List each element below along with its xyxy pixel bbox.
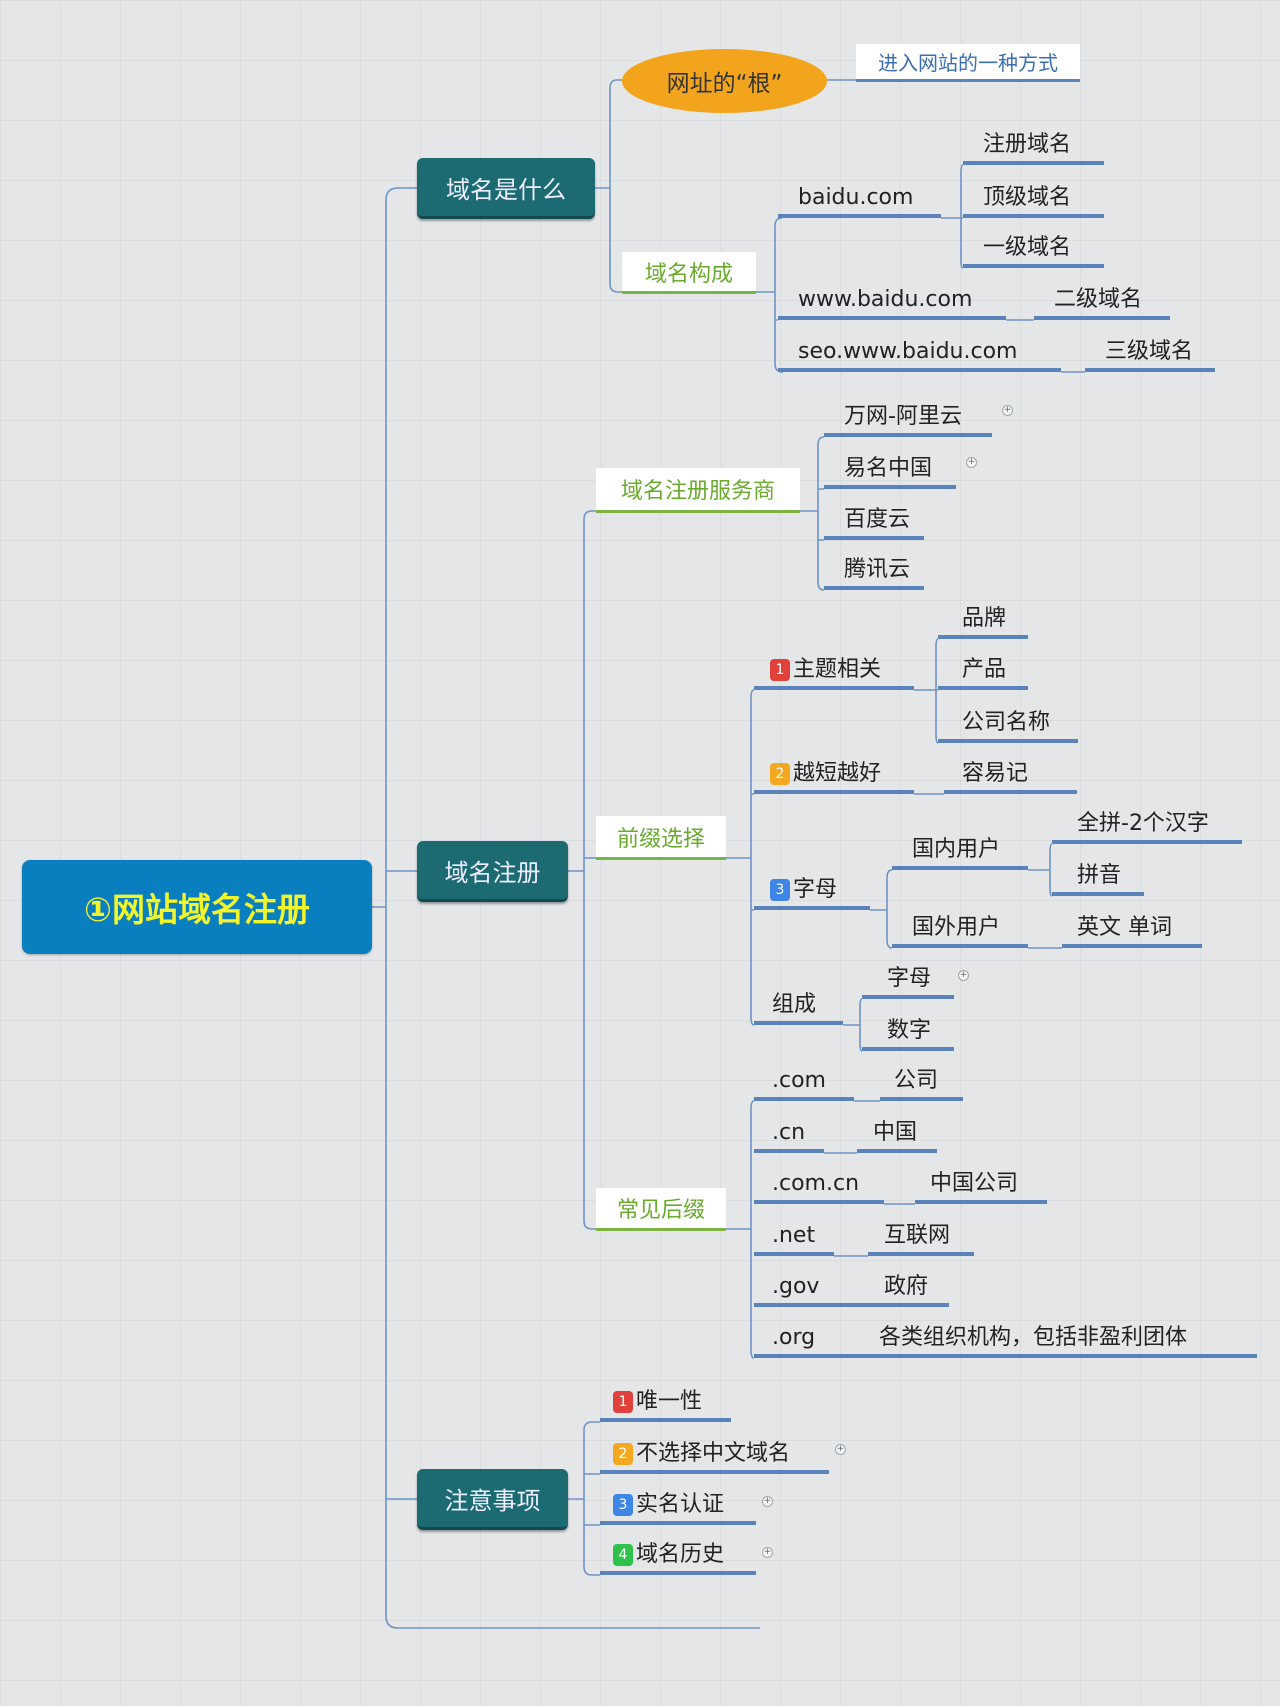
leaf-suffix-ext[interactable]: .cn: [754, 1117, 824, 1153]
topic-common-suffixes[interactable]: 常见后缀: [596, 1188, 726, 1231]
priority-3-icon: 3: [613, 1494, 633, 1516]
leaf-suffix-ext[interactable]: .com.cn: [754, 1168, 884, 1204]
leaf-suffix-meaning[interactable]: 公司: [880, 1065, 963, 1101]
expand-icon[interactable]: +: [1002, 405, 1013, 416]
expand-icon[interactable]: +: [762, 1496, 773, 1507]
priority-3-icon: 3: [770, 879, 790, 901]
label: 唯一性: [636, 1389, 703, 1414]
leaf-registrar[interactable]: 易名中国: [824, 453, 956, 489]
leaf-suffix-ext[interactable]: .org: [754, 1322, 1257, 1358]
priority-2-icon: 2: [770, 763, 790, 785]
topic-notes[interactable]: 注意事项: [417, 1469, 568, 1530]
leaf-domestic-users[interactable]: 国内用户: [892, 834, 1028, 870]
leaf-www-baidu-com[interactable]: www.baidu.com: [778, 284, 1006, 320]
leaf-english-words[interactable]: 英文 单词: [1062, 912, 1202, 948]
label: 主题相关: [793, 657, 882, 682]
expand-icon[interactable]: +: [966, 457, 977, 468]
label: 字母: [793, 877, 838, 902]
label: 越短越好: [793, 761, 882, 786]
leaf-suffix-ext[interactable]: .gov: [754, 1271, 949, 1307]
leaf-pinyin[interactable]: 拼音: [1052, 860, 1144, 896]
leaf-suffix-ext[interactable]: .net: [754, 1220, 834, 1256]
leaf-foreign-users[interactable]: 国外用户: [892, 912, 1028, 948]
leaf-first-level-domain[interactable]: 一级域名: [963, 232, 1104, 268]
leaf-suffix-meaning[interactable]: 中国: [857, 1117, 937, 1153]
expand-icon[interactable]: +: [762, 1547, 773, 1558]
leaf-suffix-meaning[interactable]: 政府: [884, 1274, 929, 1299]
topic-url-root[interactable]: 网址的“根”: [622, 49, 827, 113]
leaf-third-level-domain[interactable]: 三级域名: [1085, 336, 1215, 372]
leaf-registrar[interactable]: 百度云: [824, 504, 924, 540]
leaf-top-level-domain[interactable]: 顶级域名: [963, 182, 1104, 218]
priority-1-icon: 1: [613, 1391, 633, 1413]
leaf-company-name[interactable]: 公司名称: [938, 707, 1078, 743]
leaf-product[interactable]: 产品: [938, 654, 1028, 690]
leaf-registrar[interactable]: 万网-阿里云: [824, 401, 992, 437]
leaf-seo-www-baidu-com[interactable]: seo.www.baidu.com: [778, 336, 1061, 372]
topic-prefix-choice[interactable]: 前缀选择: [596, 816, 726, 860]
leaf-suffix-ext[interactable]: .com: [754, 1065, 854, 1101]
leaf-full-pinyin[interactable]: 全拼-2个汉字: [1052, 808, 1242, 844]
leaf-baidu-com[interactable]: baidu.com: [778, 182, 941, 218]
priority-1-icon: 1: [770, 659, 790, 681]
leaf-easy-to-remember[interactable]: 容易记: [944, 758, 1077, 794]
topic-registrars[interactable]: 域名注册服务商: [596, 468, 800, 513]
label: 实名认证: [636, 1492, 725, 1517]
leaf-second-level-domain[interactable]: 二级域名: [1034, 284, 1170, 320]
topic-what-is-domain[interactable]: 域名是什么: [417, 158, 595, 219]
note-way-to-enter-site[interactable]: 进入网站的一种方式: [856, 44, 1080, 82]
leaf-registrar[interactable]: 腾讯云: [824, 554, 924, 590]
leaf-compose-digits[interactable]: 数字: [862, 1015, 954, 1051]
leaf-suffix-meaning[interactable]: 各类组织机构，包括非盈利团体: [879, 1325, 1188, 1350]
topic-domain-registration[interactable]: 域名注册: [417, 841, 568, 902]
topic-domain-composition[interactable]: 域名构成: [622, 252, 756, 294]
expand-icon[interactable]: +: [958, 970, 969, 981]
label: 不选择中文域名: [636, 1441, 791, 1466]
leaf-suffix-meaning[interactable]: 中国公司: [915, 1168, 1047, 1204]
expand-icon[interactable]: +: [835, 1444, 846, 1455]
leaf-suffix-meaning[interactable]: 互联网: [868, 1220, 974, 1256]
root-topic[interactable]: ①网站域名注册: [22, 860, 372, 954]
priority-4-icon: 4: [613, 1544, 633, 1566]
leaf-compose-letters[interactable]: 字母: [862, 963, 954, 999]
leaf-registered-domain[interactable]: 注册域名: [963, 129, 1104, 165]
label: 域名历史: [636, 1542, 725, 1567]
leaf-composition[interactable]: 组成: [754, 989, 843, 1025]
priority-2-icon: 2: [613, 1443, 633, 1465]
leaf-brand[interactable]: 品牌: [938, 603, 1028, 639]
